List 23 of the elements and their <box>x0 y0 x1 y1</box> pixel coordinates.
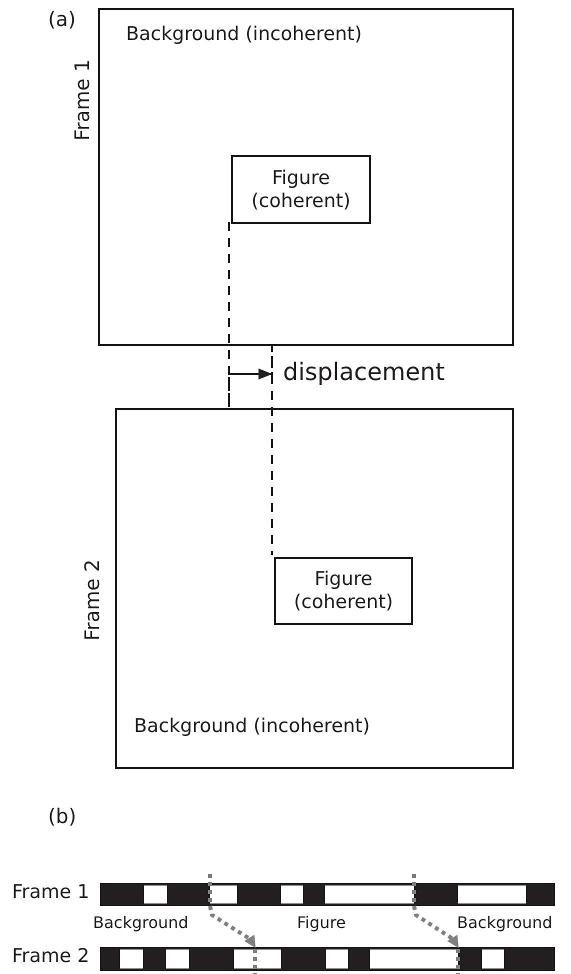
dotted-arrow <box>208 906 257 948</box>
region-label: Background (incoherent) <box>126 24 362 46</box>
annotation-label: displacement <box>283 359 445 387</box>
frame-label: Frame 2 <box>12 946 90 968</box>
panel-label: (b) <box>48 805 76 828</box>
annotation-label: Background <box>457 914 552 932</box>
box-label: Figure (coherent) <box>250 166 352 212</box>
frame-box <box>98 8 514 346</box>
annotation-label: Background <box>93 914 188 932</box>
frame-label: Frame 1 <box>12 882 90 904</box>
figure-box <box>231 155 371 224</box>
panel-label: (a) <box>48 8 76 31</box>
region-label: Background (incoherent) <box>134 716 370 738</box>
box-label: Figure (coherent) <box>292 568 394 614</box>
frame-strip <box>100 883 555 906</box>
figure-box <box>274 557 413 625</box>
dotted-arrow <box>412 906 460 948</box>
dashed-guide-line <box>228 222 273 555</box>
frame-box <box>115 408 514 769</box>
frame-label: Frame 2 <box>80 559 104 641</box>
frame-strip <box>100 947 555 971</box>
frame-label: Frame 1 <box>70 59 94 141</box>
annotation-label: Figure <box>297 914 346 932</box>
